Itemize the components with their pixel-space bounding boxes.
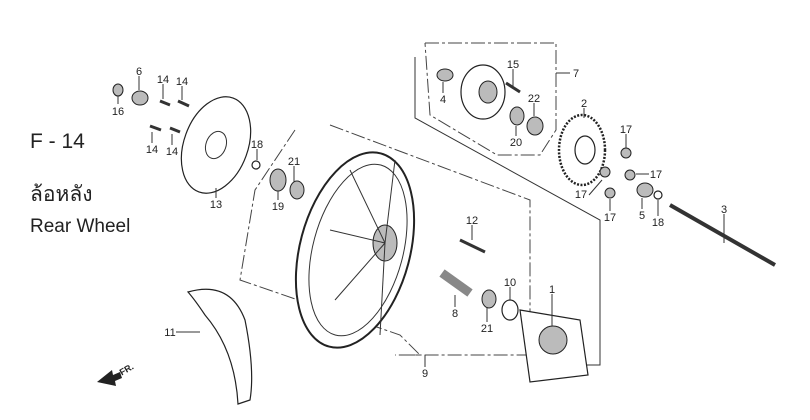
part-5-collar (636, 182, 654, 198)
callout-1: 1 (549, 284, 555, 296)
wheel-spokes (329, 159, 396, 336)
part-9-wheel (294, 151, 416, 349)
callout-2: 2 (581, 98, 587, 110)
callout-10: 10 (504, 277, 516, 289)
part-12-bolt (459, 238, 486, 254)
callout-7: 7 (573, 68, 579, 80)
callout-3: 3 (721, 204, 727, 216)
part-21-bearing (289, 180, 305, 200)
part-14-bolt (159, 99, 171, 107)
callout-14: 14 (157, 74, 169, 86)
callout-21: 21 (288, 156, 300, 168)
callout-11: 11 (164, 327, 175, 339)
part-1-damper (538, 325, 568, 355)
part-17-nut (624, 169, 636, 181)
part-17-nut (599, 166, 611, 178)
callout-6: 6 (136, 66, 142, 78)
part-3-axle (669, 203, 776, 267)
part-14-bolt (169, 126, 181, 134)
callout-14: 14 (176, 76, 188, 88)
part-hub-center (478, 80, 498, 104)
part-22-seal (526, 116, 544, 136)
part-2-sprocket-center (574, 135, 596, 165)
wheel-rim-inner (308, 163, 408, 337)
part-18-washer (251, 160, 261, 170)
callout-14: 14 (166, 146, 178, 158)
part-13-disc-hole (204, 130, 228, 160)
callout-8: 8 (452, 308, 458, 320)
group-box-7 (424, 42, 557, 156)
callout-12: 12 (466, 215, 478, 227)
part-14-bolt (149, 124, 162, 132)
part-10-o-ring (501, 299, 519, 321)
part-4-collar (436, 68, 454, 82)
part-13-brake-disc (180, 96, 252, 194)
callout-22: 22 (528, 93, 540, 105)
part-16-nut (112, 83, 124, 97)
front-direction-arrow (97, 370, 122, 386)
callout-20: 20 (510, 137, 522, 149)
part-19-bearing (269, 168, 287, 192)
part-17-nut (604, 187, 616, 199)
callout-17: 17 (604, 212, 616, 224)
part-15-stud (505, 81, 521, 94)
part-8-collar (439, 269, 473, 297)
part-11-mudguard (186, 288, 253, 405)
callout-19: 19 (272, 201, 284, 213)
callout-18: 18 (251, 139, 263, 151)
callout-17: 17 (620, 124, 632, 136)
diagram-code: F - 14 (30, 130, 85, 153)
part-6-collar (131, 90, 149, 106)
callout-4: 4 (440, 94, 446, 106)
part-20-bearing (509, 106, 525, 126)
callout-21: 21 (481, 323, 493, 335)
part-21-bearing (481, 289, 497, 309)
callout-17: 17 (650, 169, 662, 181)
part-17-nut (620, 147, 632, 159)
part-14-bolt (177, 99, 190, 108)
callout-15: 15 (507, 59, 519, 71)
callout-14: 14 (146, 144, 158, 156)
group-box-9-right (329, 124, 531, 356)
callout-9: 9 (422, 368, 428, 380)
callout-5: 5 (639, 210, 645, 222)
callout-18: 18 (652, 217, 664, 229)
title-english: Rear Wheel (30, 216, 131, 237)
title-thai: ล้อหลัง (30, 183, 93, 206)
callout-13: 13 (210, 199, 222, 211)
callout-17: 17 (575, 189, 587, 201)
part-18-washer (653, 190, 663, 200)
leader-lines (117, 69, 725, 367)
callout-16: 16 (112, 106, 124, 118)
front-direction-label: FR. (118, 361, 136, 377)
